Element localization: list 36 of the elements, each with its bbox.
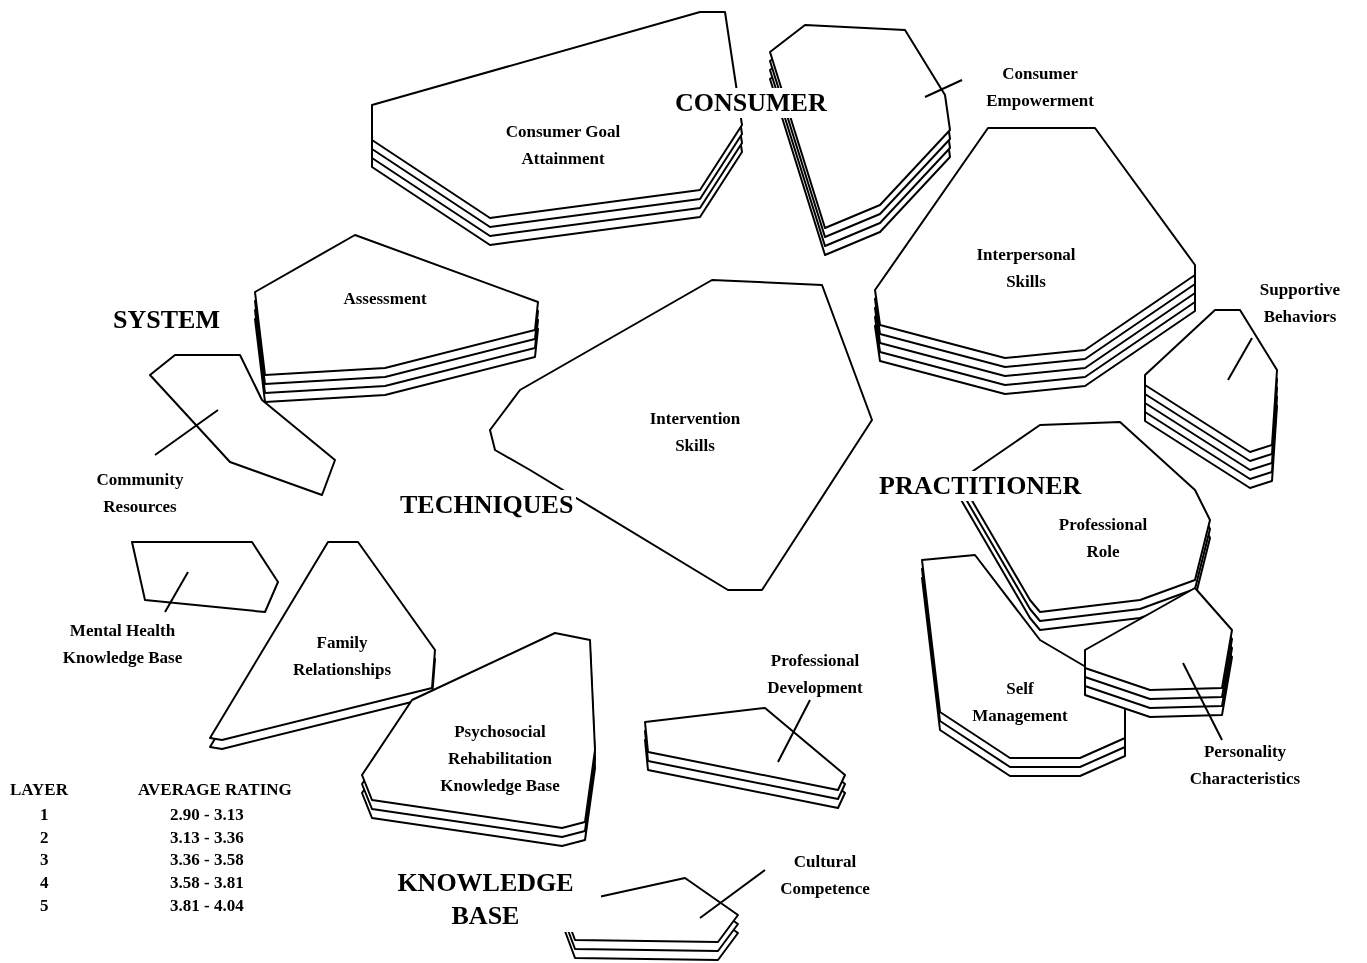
- table-header: LAYER: [10, 780, 68, 800]
- group-heading: TECHNIQUES: [397, 490, 577, 520]
- leader-line: [154, 409, 219, 456]
- table-cell: 3.13 - 3.36: [170, 828, 244, 848]
- table-cell: 2: [40, 828, 49, 848]
- cluster-label: Consumer Goal Attainment: [504, 121, 622, 170]
- cluster-label: Supportive Behaviors: [1235, 276, 1365, 330]
- table-cell: 2.90 - 3.13: [170, 805, 244, 825]
- leader-line: [1227, 337, 1253, 381]
- cluster-label: Professional Role: [1057, 514, 1149, 563]
- cluster-label: Cultural Competence: [755, 848, 895, 902]
- cluster-label: Consumer Empowerment: [960, 60, 1120, 114]
- cluster-label: Psychosocial Rehabilitation Knowledge Base: [439, 721, 561, 797]
- table-cell: 3: [40, 850, 49, 870]
- cluster-label: Family Relationships: [291, 632, 393, 681]
- table-cell: 3.36 - 3.58: [170, 850, 244, 870]
- leader-line: [164, 571, 189, 613]
- cluster-label: Community Resources: [70, 466, 210, 520]
- leader-line: [777, 699, 811, 763]
- cluster-label: Personality Characteristics: [1160, 738, 1330, 792]
- cluster-label: Mental Health Knowledge Base: [30, 617, 215, 671]
- cluster-label: Interpersonal Skills: [975, 244, 1077, 293]
- table-cell: 1: [40, 805, 49, 825]
- table-cell: 4: [40, 873, 49, 893]
- table-cell: 3.81 - 4.04: [170, 896, 244, 916]
- table-cell: 3.58 - 3.81: [170, 873, 244, 893]
- leader-line: [1182, 662, 1223, 741]
- leader-line: [699, 869, 766, 919]
- leader-line: [924, 79, 963, 98]
- cluster-label: Assessment: [342, 288, 428, 310]
- group-heading: PRACTITIONER: [876, 471, 1085, 501]
- table-header: AVERAGE RATING: [138, 780, 292, 800]
- cluster-label: Intervention Skills: [648, 408, 742, 457]
- cluster-label: Self Management: [971, 678, 1069, 727]
- cluster-label: Professional Development: [740, 647, 890, 701]
- table-cell: 5: [40, 896, 49, 916]
